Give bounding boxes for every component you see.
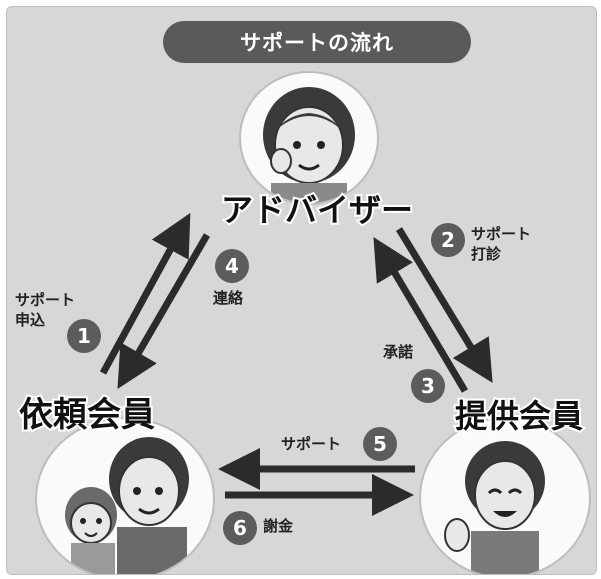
advisor-person-icon xyxy=(263,87,355,203)
diagram-panel: サポートの流れ アドバイザー xyxy=(6,6,597,575)
step-1-badge: 1 xyxy=(67,319,101,353)
diagram-title: サポートの流れ xyxy=(163,21,471,63)
step-2-label: サポート 打診 xyxy=(471,225,532,263)
step-4-label: 連絡 xyxy=(213,289,244,307)
step-2-badge: 2 xyxy=(431,223,465,257)
flow-arrows xyxy=(99,212,493,516)
step-6-label: 謝金 xyxy=(263,517,294,535)
step-1-label: サポート 申込 xyxy=(15,291,76,329)
provider-portrait xyxy=(419,417,591,574)
advisor-portrait xyxy=(239,71,379,205)
step-4-badge: 4 xyxy=(215,249,249,283)
provider-label: 提供会員 xyxy=(453,395,585,437)
arrow-step-2 xyxy=(396,227,493,383)
step-5-badge: 5 xyxy=(363,427,397,461)
step-3-badge: 3 xyxy=(411,369,445,403)
provider-person-icon xyxy=(444,441,545,574)
arrow-step-1 xyxy=(99,212,191,375)
arrow-step-3 xyxy=(373,236,469,393)
step-6-badge: 6 xyxy=(223,511,257,545)
requester-label: 依頼会員 xyxy=(17,393,157,437)
advisor-label: アドバイザー xyxy=(219,189,415,231)
requester-person-icon xyxy=(65,437,189,574)
arrow-step-4 xyxy=(117,233,211,390)
step-3-label: 承諾 xyxy=(383,343,414,361)
step-5-label: サポート xyxy=(281,435,342,453)
requester-portrait xyxy=(35,417,215,574)
